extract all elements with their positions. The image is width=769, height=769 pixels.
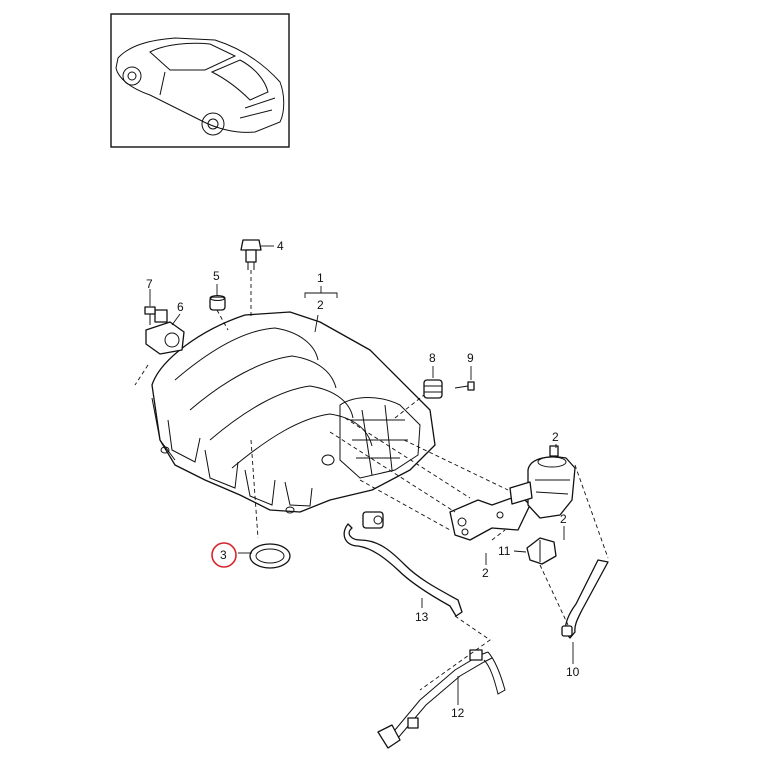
- callout-9: 9: [467, 351, 474, 365]
- part-6-sensor: [145, 309, 185, 355]
- bracket-assembly: [449, 494, 531, 541]
- part-4-bolt: [240, 239, 262, 270]
- callout-2-bottom: 2: [482, 566, 489, 580]
- callout-6: 6: [177, 300, 184, 314]
- assembly-lines: [134, 270, 609, 691]
- callout-12: 12: [451, 706, 465, 720]
- part-10-hose: [561, 559, 609, 639]
- part-3-gasket: [249, 543, 291, 569]
- callout-4: 4: [277, 239, 284, 253]
- callout-2-manifold: 2: [317, 298, 324, 312]
- car-illustration: [115, 37, 285, 136]
- callout-2-valve: 2: [552, 430, 559, 444]
- callout-11: 11: [498, 544, 511, 558]
- callout-5: 5: [213, 269, 220, 283]
- leader-lines: [149, 245, 574, 705]
- callout-10: 10: [566, 665, 580, 679]
- part-12-pipe: [377, 649, 506, 749]
- part-7-screw: [144, 306, 156, 325]
- part-11-solenoid: [526, 537, 557, 565]
- valve-actuator: [509, 445, 576, 519]
- vehicle-thumbnail: [110, 13, 290, 148]
- callouts: 1 2 2 2 2 4 5 6 7 8 9 10 11 12 13 3: [146, 239, 580, 720]
- callout-3-highlight-ring: [211, 542, 237, 568]
- callout-2-bolt: 2: [560, 512, 567, 526]
- callout-3: 3: [220, 548, 227, 562]
- intake-manifold: [151, 311, 436, 514]
- part-9-screw: [454, 381, 475, 391]
- part-5-bushing: [209, 295, 226, 311]
- callout-8: 8: [429, 351, 436, 365]
- part-13-hose: [343, 511, 463, 617]
- callout-13: 13: [415, 610, 429, 624]
- part-8-grommet: [423, 379, 443, 399]
- callout-1: 1: [317, 271, 324, 285]
- callout-7: 7: [146, 277, 153, 291]
